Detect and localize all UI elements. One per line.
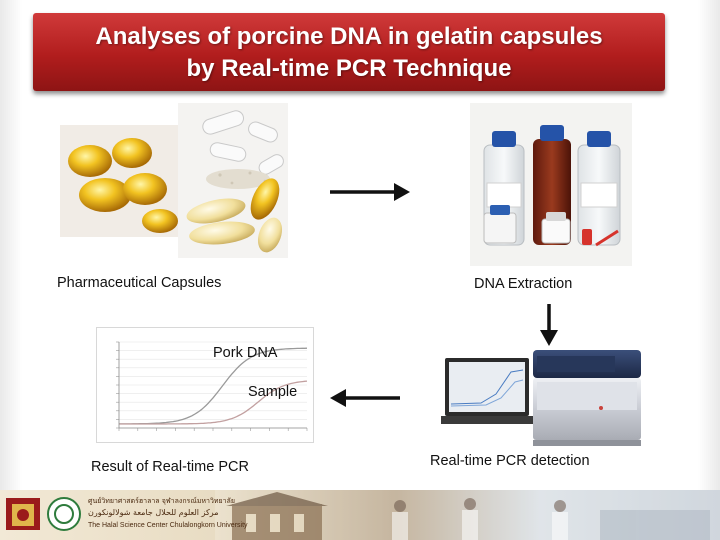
pork-dna-label: Pork DNA xyxy=(213,345,278,361)
chart-axes xyxy=(118,342,307,429)
gold-capsule-icon xyxy=(68,138,178,233)
bottle-icon xyxy=(483,125,621,247)
footer-banner: ศูนย์วิทยาศาสตร์ฮาลาล จุฬาลงกรณ์มหาวิทยา… xyxy=(0,490,720,540)
halal-logo-icon xyxy=(47,497,81,531)
title-banner: Analyses of porcine DNA in gelatin capsu… xyxy=(33,13,665,91)
laptop-icon xyxy=(441,358,539,424)
dna-extraction-photo xyxy=(470,103,632,266)
arrow-down-icon xyxy=(540,304,558,346)
footer-thai-name: ศูนย์วิทยาศาสตร์ฮาลาล จุฬาลงกรณ์มหาวิทยา… xyxy=(88,497,235,505)
sample-curve xyxy=(119,380,308,425)
white-capsule-icon xyxy=(202,110,284,189)
chart-y-ticks xyxy=(116,341,119,429)
footer-arabic-name: مركز العلوم للحلال جامعة شولالونكورن xyxy=(88,508,219,517)
extraction-caption: DNA Extraction xyxy=(474,276,573,292)
capsules-photo xyxy=(60,103,288,258)
chart-gridlines xyxy=(119,341,307,429)
sample-label: Sample xyxy=(248,384,298,400)
result-caption: Result of Real-time PCR xyxy=(91,459,249,475)
pcr-machine-photo xyxy=(441,348,647,450)
laboratory-staff-icon xyxy=(392,498,710,540)
pcr-result-chart xyxy=(97,328,313,442)
arrow-right-icon xyxy=(330,183,410,201)
chart-x-ticks xyxy=(118,428,308,431)
capsules-caption: Pharmaceutical Capsules xyxy=(57,275,222,291)
pcr-instrument-icon xyxy=(533,350,641,446)
campus-building-icon xyxy=(226,492,328,540)
detection-caption: Real-time PCR detection xyxy=(430,453,590,469)
title-line-1: Analyses of porcine DNA in gelatin capsu… xyxy=(95,23,603,50)
arrow-left-icon xyxy=(330,389,400,407)
title-line-2: by Real-time PCR Technique xyxy=(186,55,512,82)
footer-english-name: The Halal Science Center Chulalongkorn U… xyxy=(88,522,248,529)
softgel-capsule-icon xyxy=(186,178,283,253)
chulalongkorn-seal-icon xyxy=(6,498,40,530)
